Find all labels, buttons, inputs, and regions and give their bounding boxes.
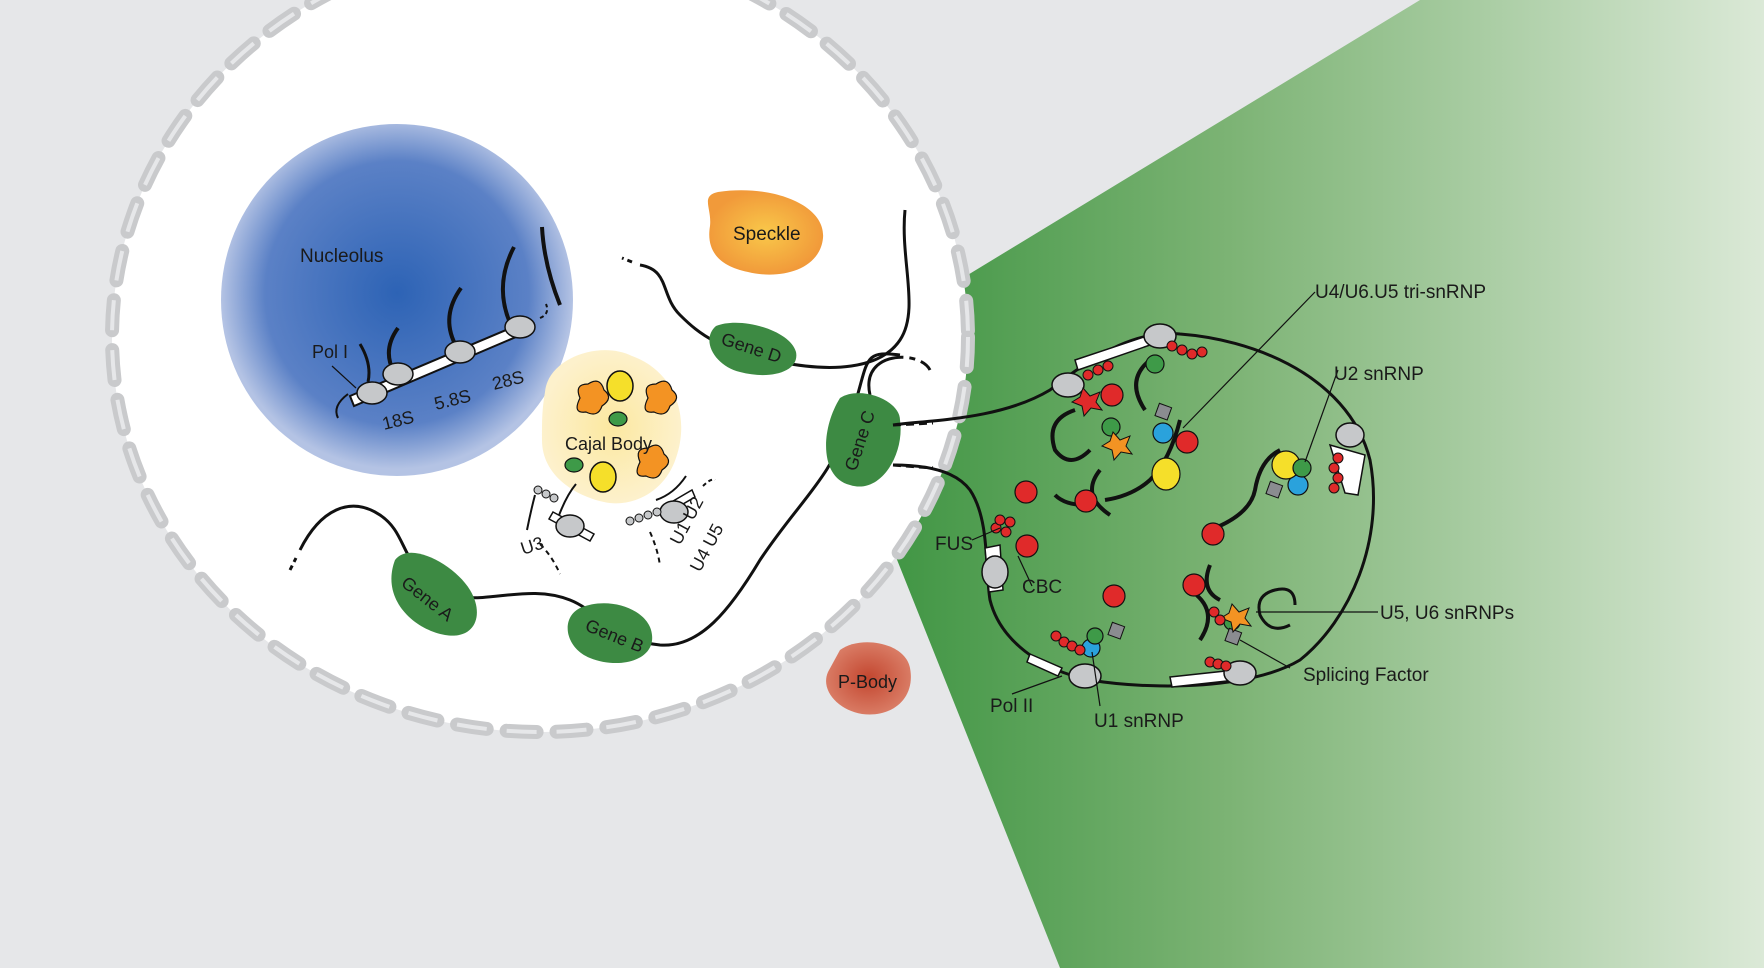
u3-snrna-gene — [526, 483, 596, 575]
u2-snrnp-label: U2 snRNP — [1334, 364, 1424, 385]
p-body — [826, 642, 911, 715]
cbc-label: CBC — [1022, 577, 1062, 598]
u-snrna-genes — [625, 475, 716, 567]
u1-snrnp-label: U1 snRNP — [1094, 711, 1184, 732]
cajal-label: Cajal Body — [565, 434, 652, 454]
pol2-label: Pol II — [990, 696, 1033, 717]
speckle-label: Speckle — [733, 224, 801, 245]
pol1-label: Pol I — [312, 342, 348, 362]
fus-label: FUS — [935, 534, 973, 555]
cajal-contents — [564, 370, 678, 493]
envelope-pore-gaps — [110, 0, 970, 734]
zoom-gene-loop — [892, 323, 1375, 689]
nucleolus — [221, 124, 573, 476]
u5u6-snrnps-label: U5, U6 snRNPs — [1380, 603, 1514, 624]
gene-c-loop — [867, 355, 932, 396]
gene-c: Gene C — [826, 393, 901, 487]
speckle — [707, 190, 824, 275]
gene-d: Gene D — [709, 322, 797, 376]
tri-snrnp-label: U4/U6.U5 tri-snRNP — [1315, 282, 1486, 303]
rdna-transcription-unit — [331, 226, 562, 419]
gene-a: Gene A — [391, 552, 477, 636]
gene-b: Gene B — [567, 603, 653, 664]
nucleolus-label: Nucleolus — [300, 246, 383, 267]
fiber-end — [621, 256, 633, 264]
p-body-label: P-Body — [838, 672, 897, 692]
fiber-end — [288, 557, 298, 571]
callout-lines — [971, 291, 1378, 707]
splicing-factor-label: Splicing Factor — [1303, 665, 1429, 686]
